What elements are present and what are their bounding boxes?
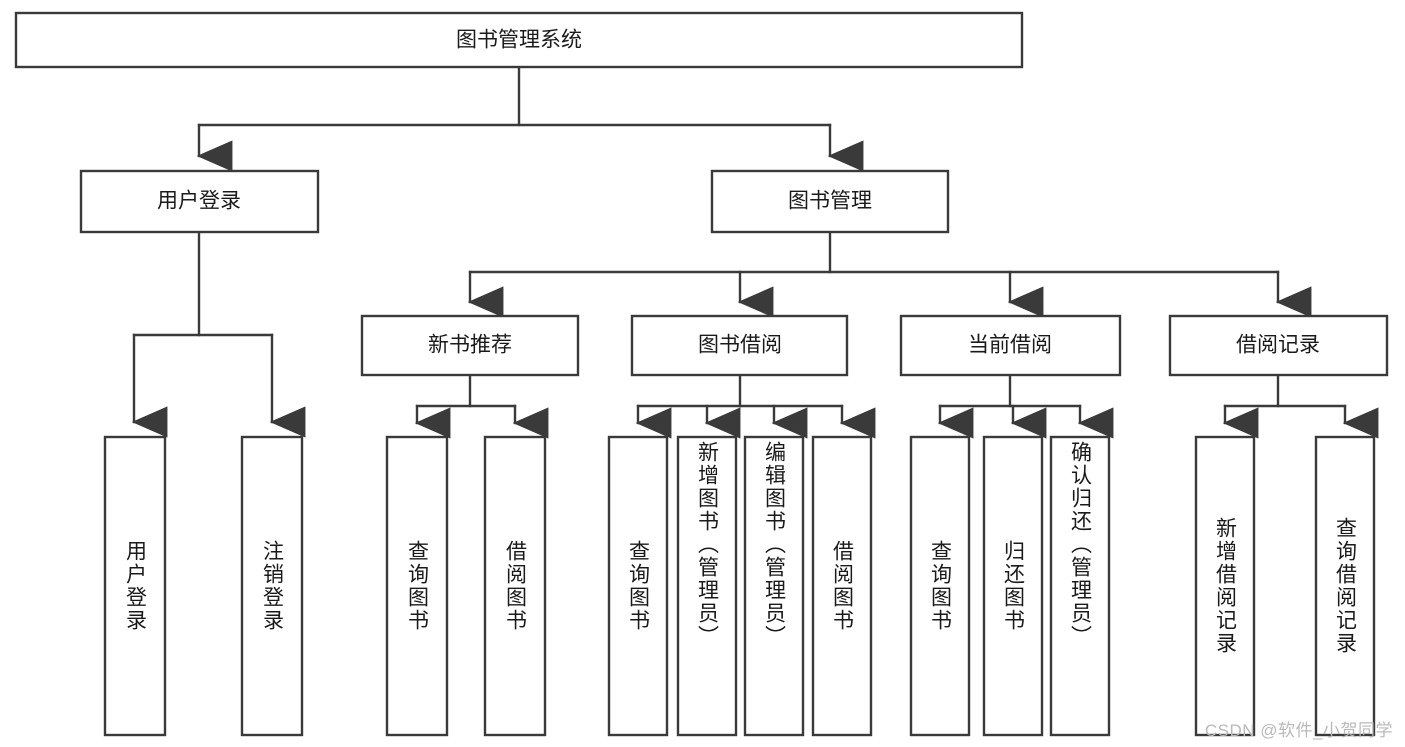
node-book-borrow-label: 图书借阅 (698, 334, 782, 357)
connector-root-to-level2 (196, 65, 864, 172)
leaf-box-query-book-borrow[interactable] (607, 435, 669, 737)
node-book-manage-label: 图书管理 (788, 190, 872, 213)
leaf-box-borrow-book[interactable] (811, 435, 873, 737)
connector-book-borrow-to-leaves (635, 373, 876, 439)
leaf-box-query-borrow-record[interactable] (1314, 435, 1376, 737)
node-book-manage[interactable]: 图书管理 (710, 169, 950, 234)
node-current-borrow-label: 当前借阅 (968, 334, 1052, 357)
leaf-box-query-book-current[interactable] (909, 435, 971, 737)
node-root-label: 图书管理系统 (456, 29, 582, 52)
node-current-borrow[interactable]: 当前借阅 (899, 314, 1122, 377)
connector-book-manage-to-level3 (467, 230, 1312, 318)
csdn-watermark: CSDN @软件_小贺同学 (1204, 721, 1393, 740)
leaf-box-edit-book[interactable] (743, 435, 805, 737)
connector-borrow-record-to-leaves (1222, 373, 1379, 439)
connector-current-borrow-to-leaves (937, 373, 1114, 439)
node-root[interactable]: 图书管理系统 (14, 11, 1024, 69)
node-borrow-record[interactable]: 借阅记录 (1168, 314, 1389, 377)
node-user-login[interactable]: 用户登录 (79, 169, 320, 234)
connector-user-login-to-leaves (131, 230, 306, 438)
leaf-box-add-book[interactable] (676, 435, 738, 737)
leaf-box-confirm-return[interactable] (1049, 435, 1111, 737)
leaf-box-query-book-recommend[interactable] (385, 435, 449, 737)
leaf-box-add-borrow-record[interactable] (1194, 435, 1256, 737)
node-borrow-record-label: 借阅记录 (1236, 334, 1320, 357)
leaf-box-borrow-book-recommend[interactable] (483, 435, 547, 737)
node-book-borrow[interactable]: 图书借阅 (630, 314, 849, 377)
node-new-book-recommend[interactable]: 新书推荐 (360, 314, 580, 377)
leaf-box-logout[interactable] (240, 435, 304, 737)
connector-new-book-recommend-to-leaves (414, 373, 549, 439)
leaf-box-return-book[interactable] (982, 435, 1044, 737)
node-user-login-label: 用户登录 (157, 190, 241, 213)
leaf-box-user-login[interactable] (103, 435, 167, 737)
node-new-book-recommend-label: 新书推荐 (428, 334, 512, 357)
leaf-boxes (103, 435, 1376, 737)
